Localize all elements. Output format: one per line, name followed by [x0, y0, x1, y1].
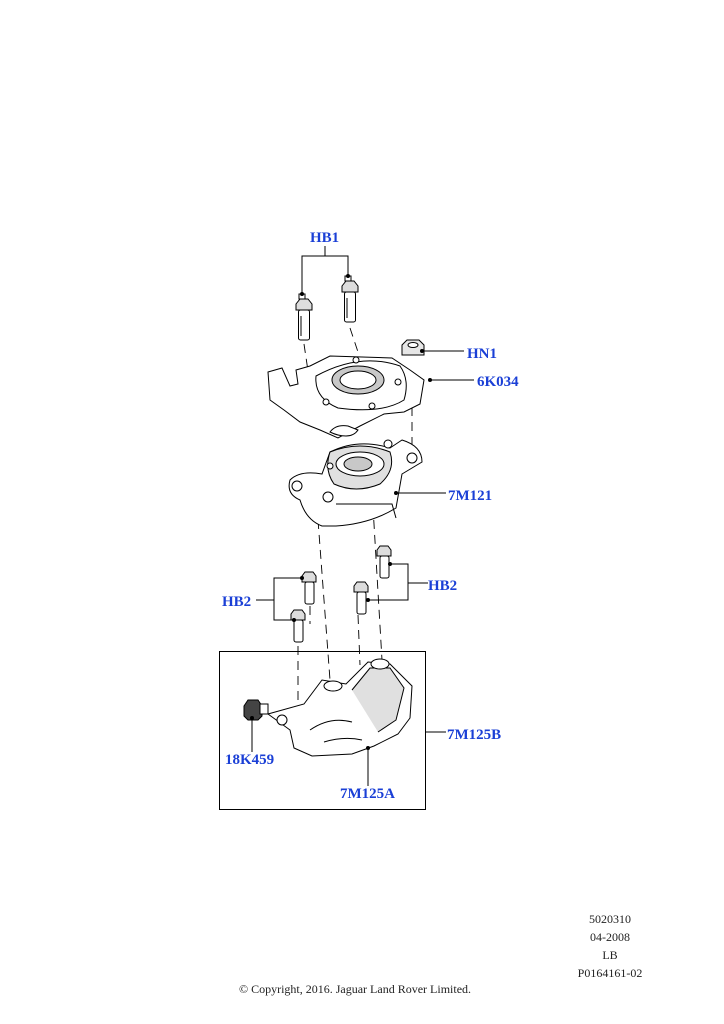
illustration-reference: 5020310 04-2008 LB P0164161-02: [570, 910, 650, 982]
callout-18k459: 18K459: [225, 752, 274, 768]
hb1-bolt-right: [341, 275, 359, 323]
nut-18k459: [243, 699, 269, 721]
assembly-7m125b-frame: [219, 651, 426, 810]
leader-dots: [250, 274, 432, 750]
copyright-notice: © Copyright, 2016. Jaguar Land Rover Lim…: [238, 982, 472, 996]
mount-7m121: [288, 439, 423, 527]
illustration-part-ref: P0164161-02: [577, 966, 643, 980]
illustration-code: LB: [602, 948, 618, 962]
hb2-bolt-lower-left: [290, 609, 306, 643]
hb2-bolt-upper-left: [301, 571, 317, 605]
illustration-number: 5020310: [589, 912, 631, 926]
callout-7m121: 7M121: [448, 488, 492, 504]
leader-lines: [251, 246, 474, 786]
hb2-bolt-upper-right: [376, 545, 392, 579]
callout-7m125b: 7M125B: [447, 727, 501, 743]
bracket-6k034: [267, 355, 425, 439]
hb2-bolt-lower-right: [353, 581, 369, 615]
callout-7m125a: 7M125A: [340, 786, 395, 802]
bracket-7m125a: [266, 658, 413, 757]
callout-hb2-left: HB2: [222, 594, 251, 610]
callout-hb1: HB1: [310, 230, 339, 246]
hb1-bolt-left: [295, 293, 313, 341]
callout-hb2-right: HB2: [428, 578, 457, 594]
illustration-date: 04-2008: [590, 930, 630, 944]
callout-6k034: 6K034: [477, 374, 519, 390]
callout-hn1: HN1: [467, 346, 497, 362]
